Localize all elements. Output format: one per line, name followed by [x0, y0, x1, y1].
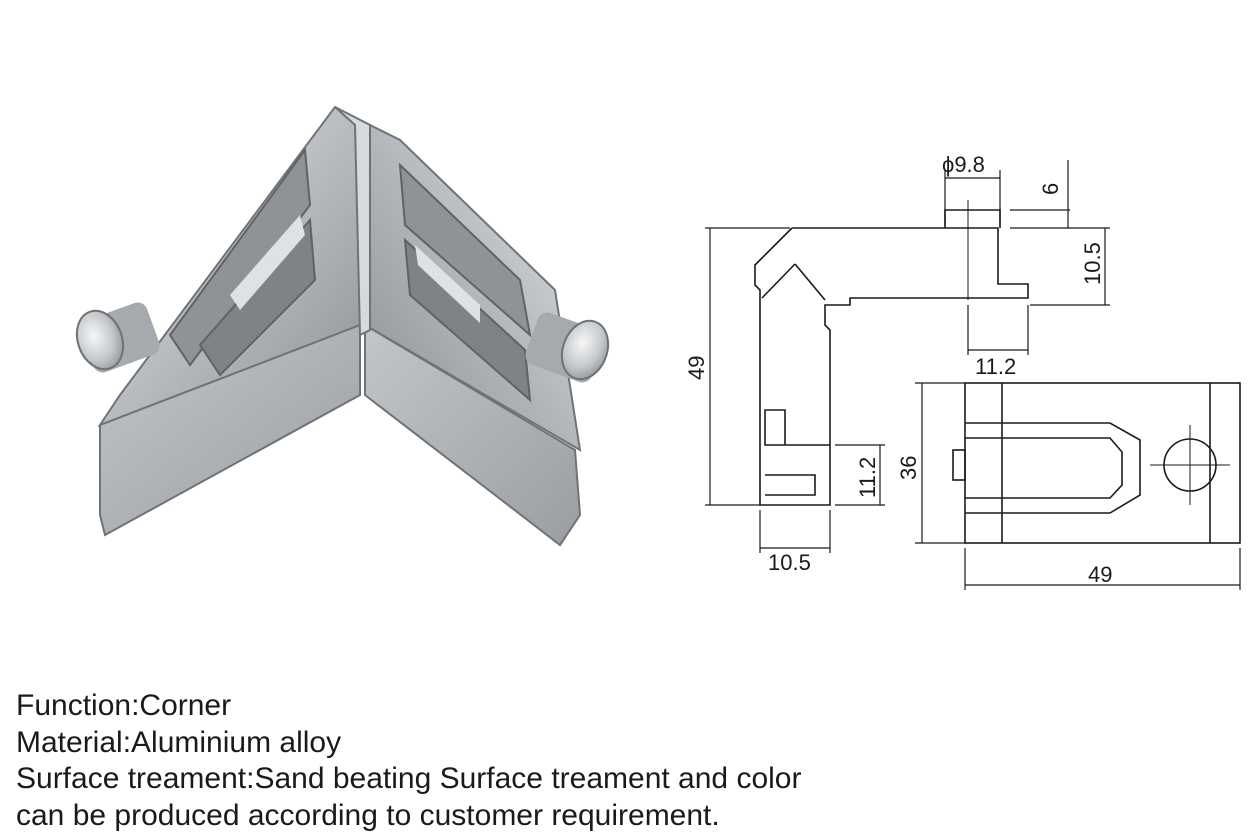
side-view: [754, 200, 1029, 506]
left-wing: [97, 105, 361, 537]
dim-side-height: 11.2: [855, 457, 880, 498]
spec-surface-2: can be produced according to customer re…: [16, 798, 720, 832]
spec-surface-1: Surface treament:Sand beating Surface tr…: [16, 762, 802, 795]
plan-view: [952, 382, 1241, 544]
product-photo: [75, 105, 610, 547]
dim-overall-height: 49: [684, 356, 709, 380]
specification-text: Function:Corner Material:Aluminium alloy…: [16, 688, 1216, 834]
dim-top-width: 11.2: [975, 354, 1016, 379]
dim-bottom-width: 10.5: [768, 550, 811, 575]
dim-diameter: ϕ9.8: [942, 152, 985, 177]
right-pin: [525, 312, 610, 383]
dim-plan-height: 36: [896, 456, 921, 480]
dim-top-height: 10.5: [1080, 242, 1105, 285]
spec-function: Function:Corner: [16, 689, 232, 722]
right-wing: [363, 123, 582, 547]
left-pin: [75, 302, 160, 373]
dim-top-offset: 6: [1038, 183, 1063, 195]
spec-material: Material:Aluminium alloy: [16, 725, 342, 759]
dim-plan-width: 49: [1088, 562, 1112, 587]
dimension-lines: [705, 160, 1241, 590]
technical-drawing: ϕ9.8 6 10.5 11.2 49 11.2 10.5 36 49: [684, 152, 1241, 590]
